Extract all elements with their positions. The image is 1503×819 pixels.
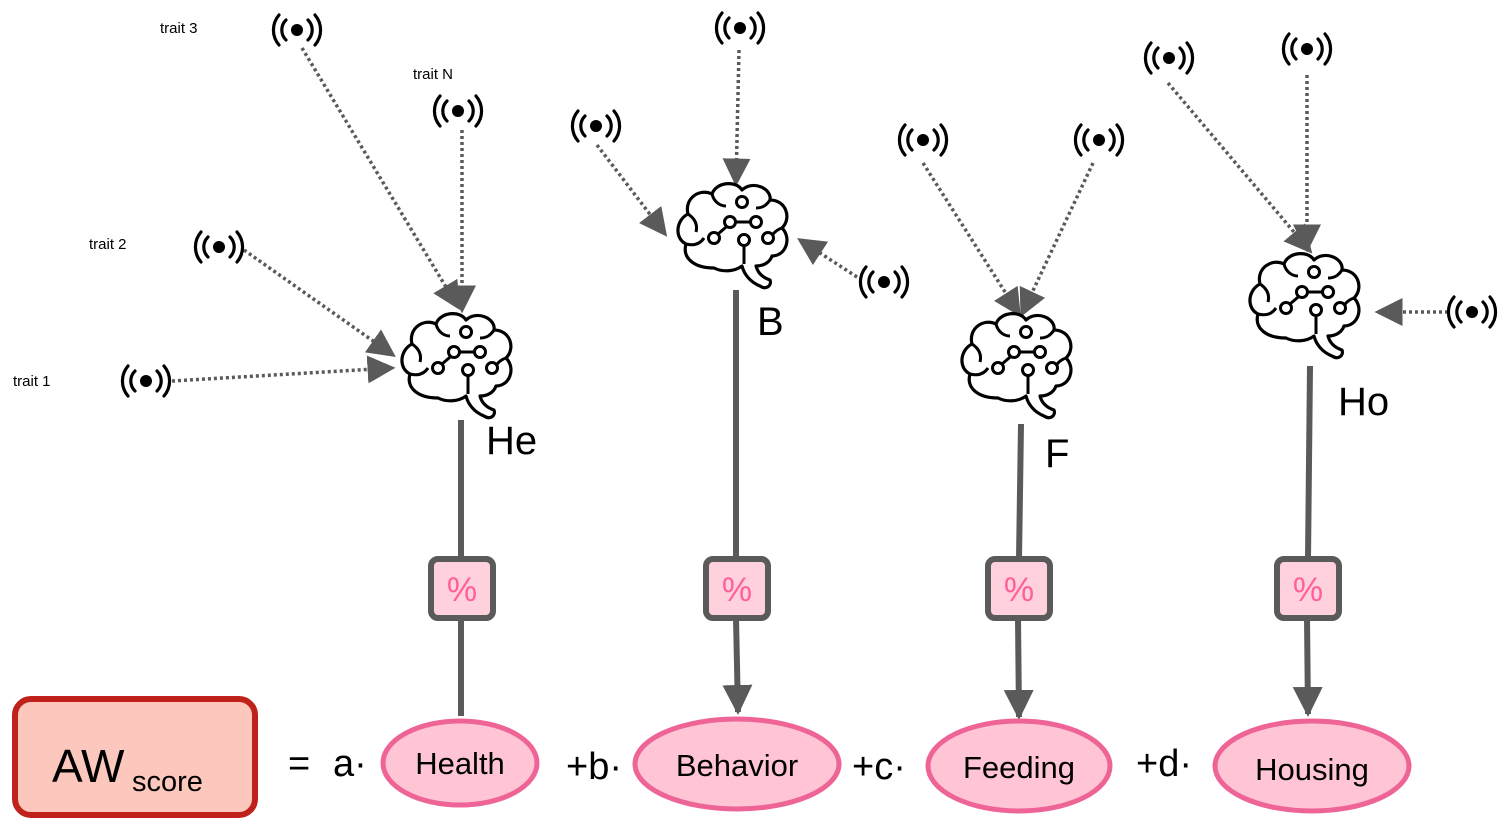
category-behavior: Behavior	[676, 748, 798, 783]
percent-label: %	[1293, 571, 1323, 609]
sensor-broadcast-icon	[1073, 123, 1125, 157]
ellipse-behavior	[632, 716, 842, 812]
score-sub: score	[132, 766, 203, 798]
connector-feeding-2	[1019, 162, 1095, 318]
sensor-broadcast-icon	[1446, 295, 1498, 329]
percent-box-feeding: %	[985, 556, 1053, 621]
sensor-broadcast-icon	[1143, 41, 1195, 75]
connector-trait2	[242, 248, 396, 358]
sensor-broadcast-icon	[858, 265, 910, 299]
coef-b: +b·	[566, 746, 622, 788]
solid-connectors	[458, 290, 1323, 720]
percent-label: %	[722, 571, 752, 609]
sensor-broadcast-icon	[897, 123, 949, 157]
percent-box-behavior: %	[703, 556, 771, 621]
percent-boxes: % % % %	[428, 556, 1342, 621]
connector-behavior-2	[722, 49, 751, 187]
coef-d: +d·	[1136, 743, 1192, 785]
coef-a: a·	[333, 743, 367, 785]
ellipse-feeding	[925, 718, 1113, 814]
sensor-connectors	[171, 47, 1448, 384]
sensor-broadcast-icon	[120, 364, 172, 398]
category-feeding: Feeding	[963, 750, 1075, 785]
category-housing: Housing	[1255, 752, 1369, 787]
abbr-feeding: F	[1045, 432, 1069, 476]
percent-label: %	[447, 571, 477, 609]
brain-circuit-icon	[676, 181, 789, 290]
connector-behavior-3	[797, 238, 858, 279]
connector-housing-1	[1166, 81, 1313, 254]
percent-label: %	[1004, 571, 1034, 609]
abbr-behavior: B	[757, 300, 784, 344]
brain-circuit-icon	[1248, 251, 1361, 360]
connector-trait3	[300, 47, 460, 310]
trait-2-label: trait 2	[89, 236, 127, 253]
sensor-broadcast-icon	[432, 94, 484, 128]
trait-1-label: trait 1	[13, 373, 51, 390]
sensor-broadcast-icon	[570, 109, 622, 143]
trait-n-label: trait N	[413, 66, 453, 83]
brain-circuit-icon	[960, 311, 1073, 420]
score-box: AW score	[12, 696, 258, 818]
brain-circuit-icon	[400, 311, 513, 420]
trait-3-label: trait 3	[160, 20, 198, 37]
percent-box-health: %	[428, 556, 496, 621]
abbr-health: He	[486, 419, 537, 463]
score-main: AW	[52, 740, 125, 792]
ellipse-housing	[1212, 718, 1412, 814]
sensor-broadcast-icon	[714, 11, 766, 45]
percent-box-housing: %	[1274, 556, 1342, 621]
connector-behavior-1	[595, 143, 668, 237]
equals-sign: =	[288, 743, 310, 785]
connector-feeding-1	[921, 162, 1021, 317]
coef-c: +c·	[852, 746, 906, 788]
abbr-housing: Ho	[1338, 380, 1389, 424]
category-health: Health	[415, 746, 505, 781]
connector-trait1	[171, 355, 396, 384]
ellipse-health	[380, 718, 540, 808]
sensor-broadcast-icon	[1281, 32, 1333, 66]
sensor-broadcast-icon	[271, 13, 323, 47]
sensor-broadcast-icon	[193, 230, 245, 264]
